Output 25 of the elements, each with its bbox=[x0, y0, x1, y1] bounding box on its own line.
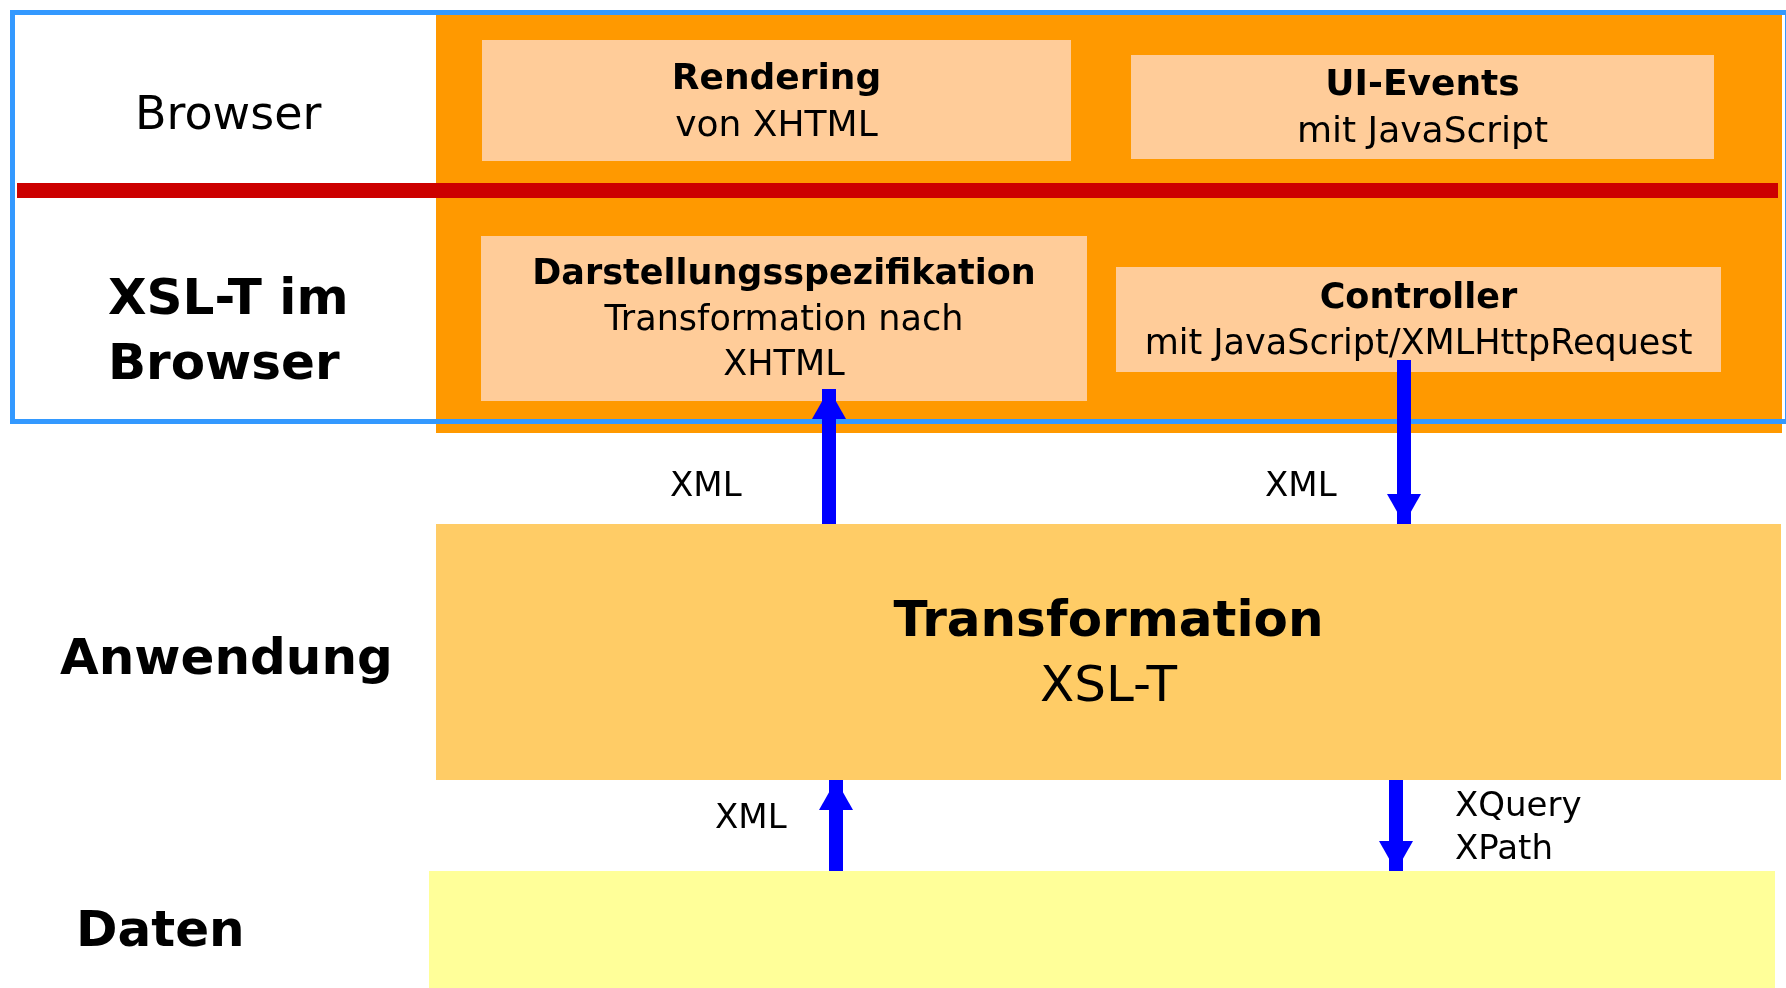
box-text: Transformation nach XHTML bbox=[603, 296, 965, 386]
component-box bbox=[1116, 267, 1721, 372]
box-heading: UI-Events bbox=[1325, 61, 1520, 106]
arrow bbox=[1387, 360, 1421, 524]
box-heading: Controller bbox=[1319, 275, 1518, 318]
layer-band bbox=[436, 12, 1782, 433]
layer-label: Browser bbox=[135, 86, 322, 140]
box-text: mit JavaScript/XMLHttpRequest bbox=[1144, 320, 1693, 364]
box-heading: Rendering bbox=[671, 54, 882, 99]
layer-label: Daten bbox=[76, 900, 245, 958]
box-text: von XHTML bbox=[675, 101, 878, 146]
layer-band bbox=[436, 524, 1781, 780]
layer-band bbox=[429, 871, 1775, 988]
arrow bbox=[1379, 780, 1413, 871]
component-box bbox=[1131, 55, 1714, 159]
layer-label: XSL-T im Browser bbox=[108, 267, 350, 393]
box-heading: Darstellungsspezifikation bbox=[532, 251, 1036, 295]
box-text: XSL-T bbox=[1040, 654, 1177, 715]
box-text: mit JavaScript bbox=[1296, 108, 1549, 152]
component-box bbox=[482, 40, 1071, 161]
layer-label: Anwendung bbox=[60, 628, 393, 686]
arrow bbox=[819, 780, 853, 871]
box-heading: Transformation bbox=[893, 589, 1324, 650]
component-box bbox=[481, 236, 1087, 401]
arrow bbox=[812, 389, 846, 524]
